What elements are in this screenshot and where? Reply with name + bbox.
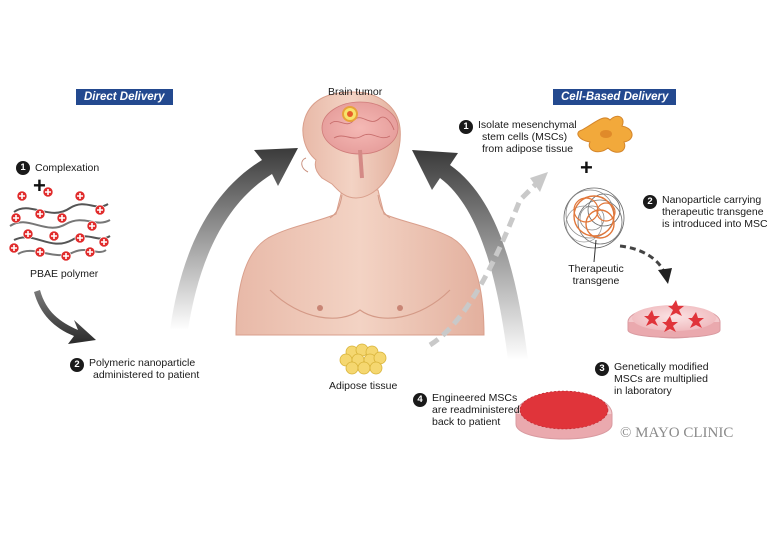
- plus-icon: +: [33, 173, 46, 198]
- human-torso-figure: [235, 189, 485, 336]
- brain-tumor-label: Brain tumor: [328, 86, 383, 98]
- nanoparticle-carrying-line2: therapeutic transgene: [662, 206, 764, 218]
- therapeutic-transgene-line1: Therapeutic: [568, 263, 624, 275]
- plus-icon: +: [580, 155, 593, 180]
- engineered-msc-line3: back to patient: [432, 416, 501, 428]
- engineered-msc-line2: are readministered: [432, 404, 520, 416]
- mesenchymal-stem-cell: [577, 115, 633, 153]
- genetically-modified-line2: MSCs are multiplied: [614, 373, 708, 385]
- pbae-polymer-label: PBAE polymer: [30, 268, 99, 280]
- nanoparticle-label-line2: administered to patient: [93, 369, 200, 381]
- cell-based-delivery-header: Cell-Based Delivery: [553, 89, 677, 105]
- isolate-msc-line3: from adipose tissue: [482, 143, 574, 155]
- brain-illustration: [321, 101, 399, 179]
- engineered-msc-dish: [515, 390, 613, 440]
- transgene-to-dish-dashed-arrow: [619, 244, 672, 284]
- therapeutic-transgene-line2: transgene: [572, 275, 620, 287]
- direct-step1-number: 1: [16, 161, 30, 175]
- cell-step2-number: 2: [643, 195, 657, 209]
- nanoparticle-label-line1: Polymeric nanoparticle: [89, 357, 196, 369]
- isolate-msc-line2: stem cells (MSCs): [482, 131, 568, 143]
- nanoparticle-carrying-line3: is introduced into MSC: [662, 218, 767, 230]
- complexation-label: Complexation: [35, 162, 100, 174]
- pbae-polymer-complex: [8, 186, 111, 262]
- lab-culture-dish: [627, 300, 721, 339]
- adipose-tissue-label: Adipose tissue: [329, 380, 398, 392]
- cell-delivery-return-arrow: [412, 150, 528, 360]
- adipose-to-msc-dashed-arrow: [428, 172, 548, 348]
- cell-step3-number: 3: [595, 362, 609, 376]
- positive-charge-markers: [8, 186, 110, 262]
- engineered-msc-line1: Engineered MSCs: [432, 392, 518, 404]
- genetically-modified-line3: in laboratory: [614, 385, 672, 397]
- brain-tumor-marker: [342, 106, 358, 122]
- cell-step1-number: 1: [459, 120, 473, 134]
- mayo-clinic-copyright: © MAYO CLINIC: [620, 425, 734, 441]
- direct-step2-number: 2: [70, 358, 84, 372]
- complex-to-nanoparticle-arrow: [34, 290, 96, 344]
- isolate-msc-line1: Isolate mesenchymal: [478, 119, 577, 131]
- adipose-tissue-cluster: [339, 343, 387, 375]
- direct-delivery-arrow: [170, 148, 298, 330]
- nanoparticle-carrying-line1: Nanoparticle carrying: [662, 194, 762, 206]
- nanoparticle-transgene: [563, 187, 625, 263]
- direct-delivery-header: Direct Delivery: [76, 89, 173, 105]
- genetically-modified-line1: Genetically modified: [614, 361, 709, 373]
- cell-step4-number: 4: [413, 393, 427, 407]
